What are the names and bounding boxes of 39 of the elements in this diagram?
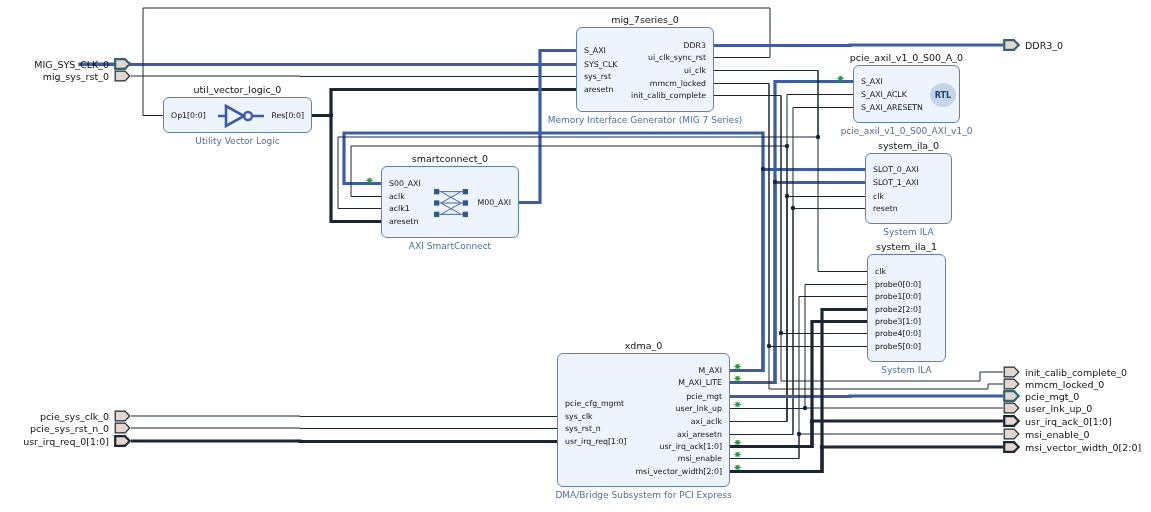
block-type-label: DMA/Bridge Subsystem for PCI Express [555, 489, 732, 501]
port-name: usr_irq_ack_0[1:0] [1025, 415, 1112, 427]
wire [130, 415, 559, 417]
instance-name: system_ila_1 [876, 241, 937, 253]
port-name: MIG_SYS_CLK_0 [34, 58, 109, 70]
instance-name: pcie_axil_v1_0_S00_A_0 [849, 52, 964, 64]
port-name: user_lnk_up_0 [1025, 402, 1093, 414]
instance-name: xdma_0 [624, 340, 663, 352]
port-name: init_calib_complete_0 [1025, 366, 1128, 378]
wire [130, 75, 578, 77]
wire [130, 427, 559, 429]
block-type-label: pcie_axil_v1_0_S00_AXI_v1_0 [840, 125, 973, 137]
block-type-label: Utility Vector Logic [195, 135, 280, 147]
block-type-label: AXI SmartConnect [408, 240, 492, 252]
port-name: usr_irq_req_0[1:0] [23, 435, 109, 447]
port-name: DDR3_0 [1025, 39, 1064, 51]
port-name: pcie_mgt_0 [1025, 390, 1080, 402]
block-type-label: System ILA [881, 364, 932, 376]
port-name: pcie_sys_clk_0 [40, 410, 109, 422]
wire [78, 62, 577, 67]
block-type-label: Memory Interface Generator (MIG 7 Series) [547, 114, 743, 126]
instance-name: system_ila_0 [878, 140, 939, 152]
wire [729, 394, 1003, 399]
port-name: msi_vector_width_0[2:0] [1025, 441, 1142, 453]
wire [729, 419, 1003, 449]
port-name: mig_sys_rst_0 [42, 70, 109, 82]
block-type-label: System ILA [883, 226, 934, 238]
instance-name: mig_7series_0 [611, 14, 679, 26]
wire [729, 445, 1003, 474]
port-name: mmcm_locked_0 [1025, 378, 1105, 390]
wire [142, 7, 771, 116]
wire [131, 439, 558, 444]
wire [713, 43, 1003, 48]
port-name: msi_enable_0 [1025, 428, 1090, 440]
module-type-tag: RTL [930, 83, 956, 107]
wire [518, 48, 577, 205]
instance-name: smartconnect_0 [411, 153, 489, 165]
instance-name: util_vector_logic_0 [193, 84, 282, 96]
port-name: pcie_sys_rst_n_0 [30, 422, 109, 434]
